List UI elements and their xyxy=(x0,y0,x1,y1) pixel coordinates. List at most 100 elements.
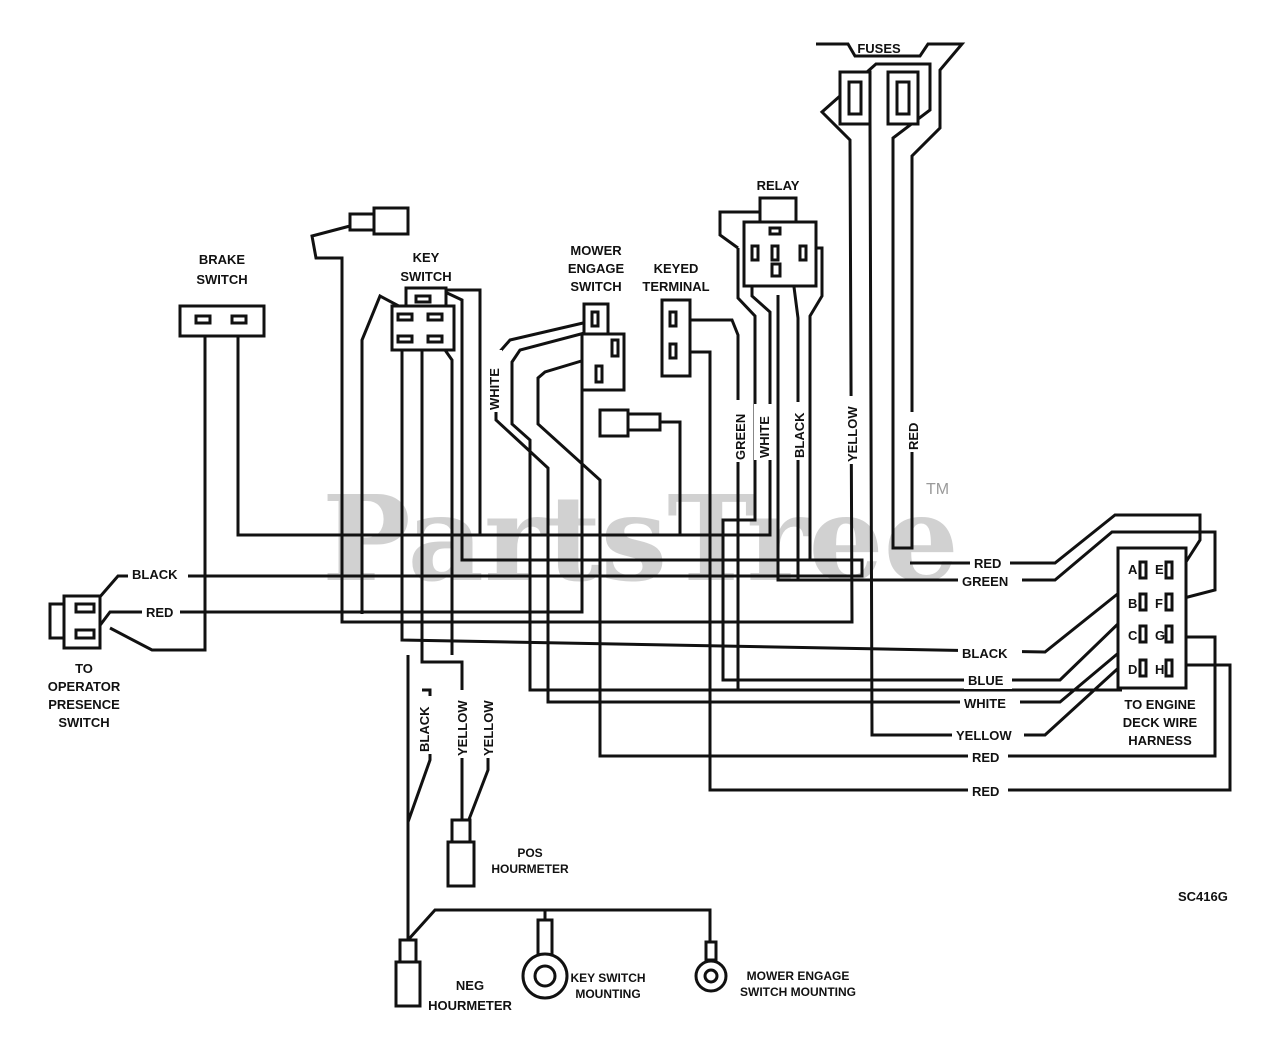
operator-presence-label-4: SWITCH xyxy=(58,715,109,730)
label-white-mower: WHITE xyxy=(487,368,502,410)
wire-key-switch-black xyxy=(400,340,1126,654)
pin-d-label: D xyxy=(1128,662,1137,677)
brake-switch-label-1: BRAKE xyxy=(199,252,246,267)
key-switch-label-1: KEY xyxy=(413,250,440,265)
key-switch-mounting-label-1: KEY SWITCH xyxy=(570,971,645,985)
relay-label: RELAY xyxy=(757,178,800,193)
pos-hourmeter-label-1: POS xyxy=(517,846,542,860)
wire-key-switch-left xyxy=(360,293,411,614)
relay-pin-left xyxy=(750,244,760,262)
label-red-2: RED xyxy=(972,750,999,765)
brake-switch-pin-2 xyxy=(230,314,248,325)
pin-g-label: G xyxy=(1155,628,1165,643)
diagram-code: SC416G xyxy=(1178,889,1228,904)
engine-deck-label-3: HARNESS xyxy=(1128,733,1192,748)
wire-black-hourmeter xyxy=(406,655,432,940)
brake-switch-body xyxy=(178,304,266,338)
operator-presence-label-2: OPERATOR xyxy=(48,679,121,694)
neg-hourmeter-terminal xyxy=(394,960,422,1008)
label-blue: BLUE xyxy=(968,673,1004,688)
mower-engage-switch: MOWER ENGAGE SWITCH xyxy=(568,243,626,392)
spade-connector-mid xyxy=(598,408,662,438)
brake-switch-label-2: SWITCH xyxy=(196,272,247,287)
relay-pin-top xyxy=(768,226,782,236)
wire-ground xyxy=(406,908,712,945)
pin-c-label: C xyxy=(1128,628,1138,643)
relay-pin-bottom xyxy=(770,262,782,278)
watermark: PartsTree TM xyxy=(322,469,959,608)
engine-deck-connector: A B C D E F G H TO ENGINE DECK WIRE HARN… xyxy=(1116,546,1198,748)
pin-a-label: A xyxy=(1128,562,1138,577)
relay-pin-center xyxy=(770,244,780,262)
label-yellow-hourmeter-1: YELLOW xyxy=(455,700,470,756)
wire-relay-white xyxy=(445,250,772,537)
pin-f-label: F xyxy=(1155,596,1163,611)
operator-presence-label-3: PRESENCE xyxy=(48,697,120,712)
mower-engage-mounting: MOWER ENGAGE SWITCH MOUNTING xyxy=(694,940,856,999)
neg-hourmeter-label-1: NEG xyxy=(456,978,484,993)
label-red-fuse: RED xyxy=(906,423,921,450)
keyed-terminal-label-1: KEYED xyxy=(654,261,699,276)
key-switch: KEY SWITCH xyxy=(390,250,456,352)
label-white-relay: WHITE xyxy=(757,416,772,458)
wire-mower-a xyxy=(510,328,1122,692)
key-switch-label-2: SWITCH xyxy=(400,269,451,284)
pos-hourmeter: POS HOURMETER xyxy=(446,818,569,888)
wire-brake-left xyxy=(109,325,207,652)
label-black-hourmeter: BLACK xyxy=(417,706,432,752)
watermark-trademark: TM xyxy=(926,481,949,498)
neg-hourmeter: NEG HOURMETER xyxy=(394,938,512,1013)
label-red-1: RED xyxy=(974,556,1001,571)
fuses: FUSES xyxy=(838,41,920,126)
mower-engage-label-2: ENGAGE xyxy=(568,261,625,276)
pin-e-label: E xyxy=(1155,562,1164,577)
mower-engage-label-3: SWITCH xyxy=(570,279,621,294)
operator-presence-connector: TO OPERATOR PRESENCE SWITCH xyxy=(48,594,121,730)
label-red-operator: RED xyxy=(146,605,173,620)
pos-hourmeter-label-2: HOURMETER xyxy=(491,862,569,876)
key-switch-mounting-label-2: MOUNTING xyxy=(575,987,640,1001)
relay: RELAY xyxy=(742,178,818,288)
wire-labels: BLACK RED RED GREEN BLACK BLUE WHITE YEL… xyxy=(128,350,1024,800)
fuses-label: FUSES xyxy=(857,41,901,56)
keyed-terminal-label-2: TERMINAL xyxy=(642,279,709,294)
engine-deck-connector-body xyxy=(1116,546,1188,690)
fuse-left-element xyxy=(847,80,863,116)
label-green-relay: GREEN xyxy=(733,414,748,460)
label-yellow-hourmeter-2: YELLOW xyxy=(481,700,496,756)
label-red-3: RED xyxy=(972,784,999,799)
pin-b-label: B xyxy=(1128,596,1137,611)
label-white: WHITE xyxy=(964,696,1006,711)
brake-switch-pin-1 xyxy=(194,314,212,325)
mower-engage-mounting-label-1: MOWER ENGAGE xyxy=(747,969,850,983)
label-yellow: YELLOW xyxy=(956,728,1012,743)
relay-pin-right xyxy=(798,244,808,262)
spade-connector-top xyxy=(348,206,410,236)
fuse-harness-outline xyxy=(310,42,966,624)
engine-deck-label-2: DECK WIRE xyxy=(1123,715,1198,730)
pos-hourmeter-terminal xyxy=(446,840,476,888)
watermark-brand: PartsTree xyxy=(322,469,959,608)
pin-h-label: H xyxy=(1155,662,1164,677)
label-black-operator: BLACK xyxy=(132,567,178,582)
relay-tab xyxy=(758,196,798,224)
wires xyxy=(90,42,1232,945)
keyed-terminal: KEYED TERMINAL xyxy=(642,261,710,378)
key-switch-mounting: KEY SWITCH MOUNTING xyxy=(521,918,646,1001)
neg-hourmeter-label-2: HOURMETER xyxy=(428,998,512,1013)
wire-operator-black xyxy=(90,290,864,607)
wire-mower-b xyxy=(536,348,1217,758)
wire-keyed-1 xyxy=(676,318,740,690)
mower-engage-label-1: MOWER xyxy=(570,243,622,258)
wire-brake-right xyxy=(236,325,682,537)
wire-relay-to-fuse xyxy=(808,246,824,560)
engine-deck-label-1: TO ENGINE xyxy=(1124,697,1196,712)
label-black: BLACK xyxy=(962,646,1008,661)
label-green: GREEN xyxy=(962,574,1008,589)
wire-key-switch-mid xyxy=(420,340,464,690)
brake-switch: BRAKE SWITCH xyxy=(178,252,266,338)
wire-red-connector xyxy=(910,513,1202,566)
mower-engage-mounting-label-2: SWITCH MOUNTING xyxy=(740,985,856,999)
label-yellow-fuse: YELLOW xyxy=(845,406,860,462)
